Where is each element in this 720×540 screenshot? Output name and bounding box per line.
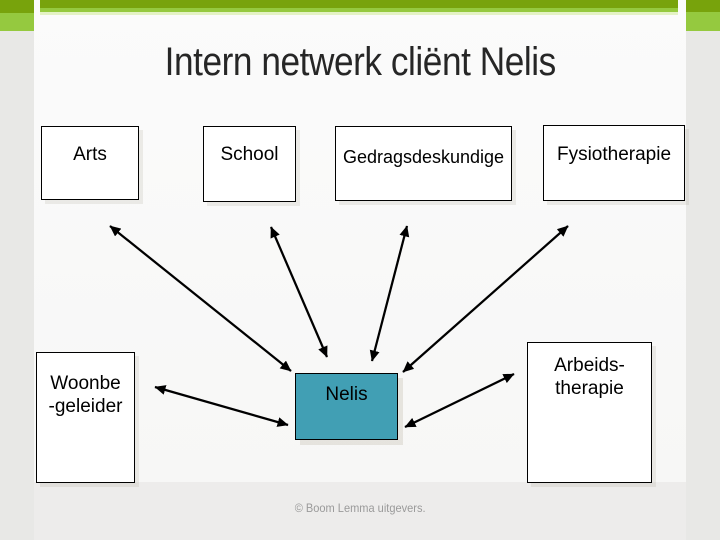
slide-title: Intern netwerk cliënt Nelis [34, 40, 686, 85]
top-bar-light-green [40, 8, 678, 12]
top-bar-dark-green [40, 0, 678, 8]
node-school: School [203, 126, 296, 202]
node-arts-label: Arts [73, 144, 107, 165]
node-school-label: School [220, 144, 279, 165]
corner-accent-left-dark [0, 0, 34, 13]
node-woonbegeleider-label-line1: Woonbe [50, 373, 121, 394]
slide-title-text: Intern netwerk cliënt Nelis [164, 40, 556, 84]
node-nelis: Nelis [295, 373, 398, 440]
node-gedragsdeskundige-label: Gedragsdeskundige [342, 147, 505, 167]
node-nelis-label: Nelis [325, 384, 368, 405]
node-woonbegeleider-label-line2: -geleider [48, 396, 123, 417]
node-arbeidstherapie: Arbeids- therapie [527, 342, 652, 483]
node-woonbegeleider: Woonbe -geleider [36, 352, 135, 483]
copyright-footer: © Boom Lemma uitgevers. [0, 501, 720, 515]
node-fysiotherapie: Fysiotherapie [543, 125, 685, 201]
node-arts: Arts [41, 126, 139, 200]
corner-accent-right-light [686, 12, 720, 31]
top-bar-pale-green [40, 12, 678, 15]
copyright-footer-text: © Boom Lemma uitgevers. [294, 501, 426, 515]
corner-accent-right-dark [686, 0, 720, 12]
footer-band [34, 482, 686, 540]
node-fysiotherapie-label: Fysiotherapie [556, 144, 672, 165]
node-gedragsdeskundige: Gedragsdeskundige [335, 126, 512, 201]
corner-accent-left-light [0, 13, 34, 31]
node-arbeidstherapie-label-line1: Arbeids- [554, 355, 625, 376]
node-arbeidstherapie-label-line2: therapie [555, 378, 624, 399]
